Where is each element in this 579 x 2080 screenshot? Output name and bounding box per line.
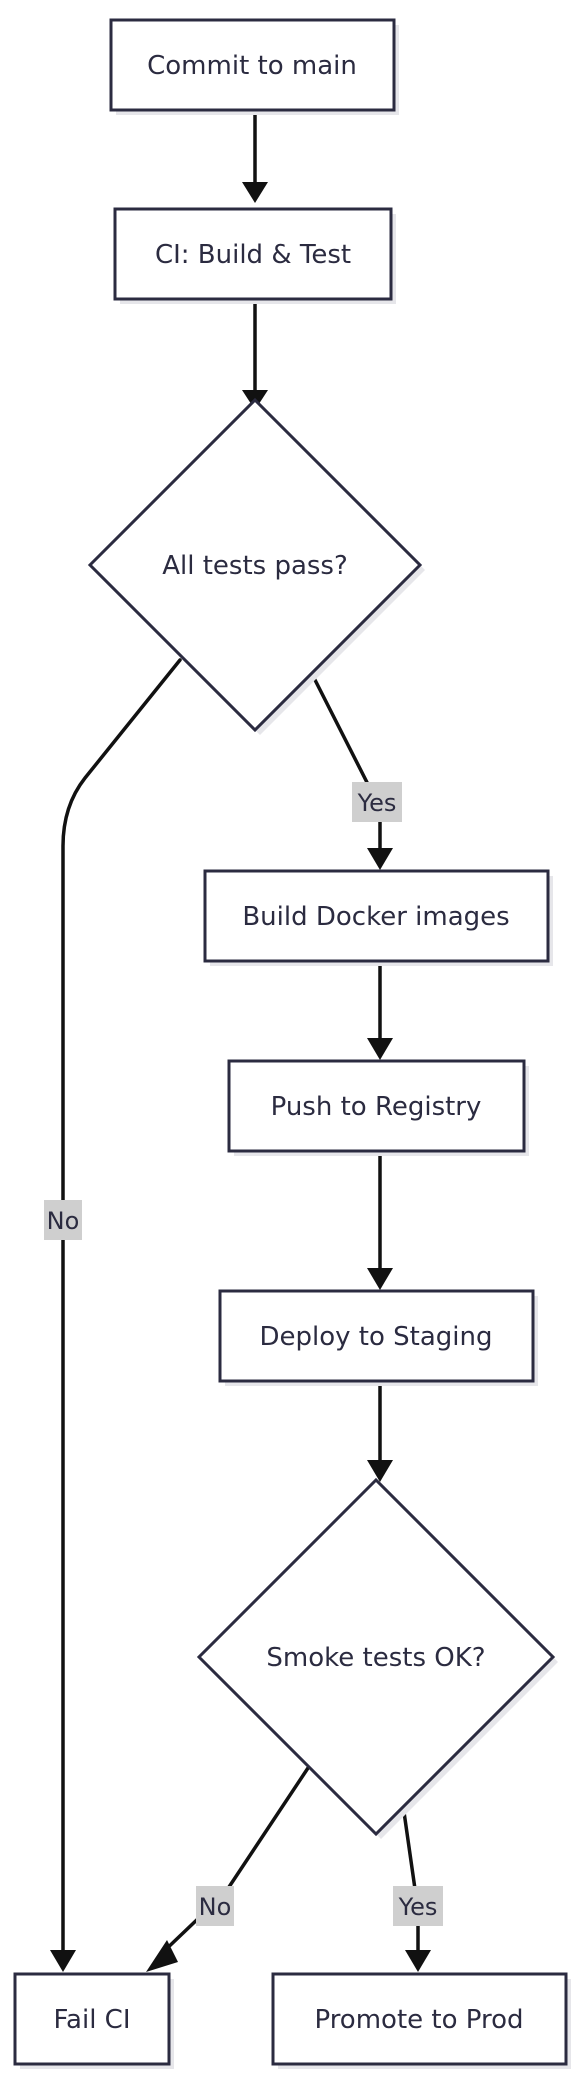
node-fail-ci: Fail CI — [13, 1972, 174, 2069]
node-tests-pass-label: All tests pass? — [162, 551, 348, 581]
node-commit-label: Commit to main — [147, 51, 357, 81]
node-fail-ci-label: Fail CI — [53, 2005, 130, 2035]
node-promote-to-prod: Promote to Prod — [271, 1972, 571, 2069]
node-ci-build-test: CI: Build & Test — [113, 207, 396, 304]
edge-label-tests-yes: Yes — [352, 782, 402, 822]
node-smoke-tests-decision: Smoke tests OK? — [196, 1477, 558, 1839]
arrowhead-smoke-no — [146, 1940, 178, 1972]
node-promote-prod-label: Promote to Prod — [314, 2005, 523, 2035]
arrowhead-tests-yes — [367, 848, 393, 870]
arrowhead-build-to-push — [367, 1038, 393, 1060]
arrowhead-commit-to-ci — [242, 182, 268, 203]
node-ci-build-label: CI: Build & Test — [155, 240, 351, 270]
node-build-images-label: Build Docker images — [242, 902, 509, 932]
arrowhead-push-to-deploy — [367, 1268, 393, 1290]
arrowhead-smoke-yes — [405, 1950, 431, 1972]
edge-label-smoke-yes-text: Yes — [398, 1893, 438, 1921]
node-push-registry-label: Push to Registry — [271, 1092, 482, 1122]
edge-label-tests-yes-text: Yes — [357, 789, 397, 817]
node-deploy-staging-label: Deploy to Staging — [259, 1322, 492, 1352]
edge-label-tests-no-text: No — [47, 1207, 80, 1235]
node-build-docker-images: Build Docker images — [203, 869, 553, 966]
node-all-tests-pass-decision: All tests pass? — [87, 397, 425, 735]
edge-label-smoke-no: No — [196, 1886, 234, 1926]
arrowhead-deploy-to-smoke — [367, 1460, 393, 1482]
edge-tests-no-to-fail — [61, 658, 182, 1952]
edge-smoke-yes-to-promote — [402, 1810, 420, 1952]
edge-label-smoke-yes: Yes — [393, 1886, 443, 1926]
node-push-to-registry: Push to Registry — [227, 1059, 529, 1156]
node-commit-to-main: Commit to main — [109, 18, 399, 115]
node-smoke-tests-label: Smoke tests OK? — [266, 1643, 485, 1673]
arrowhead-tests-no — [50, 1950, 76, 1972]
edge-label-smoke-no-text: No — [199, 1893, 232, 1921]
edge-label-tests-no: No — [44, 1200, 82, 1240]
node-deploy-to-staging: Deploy to Staging — [218, 1289, 538, 1386]
edge-smoke-no-to-fail — [158, 1766, 310, 1957]
